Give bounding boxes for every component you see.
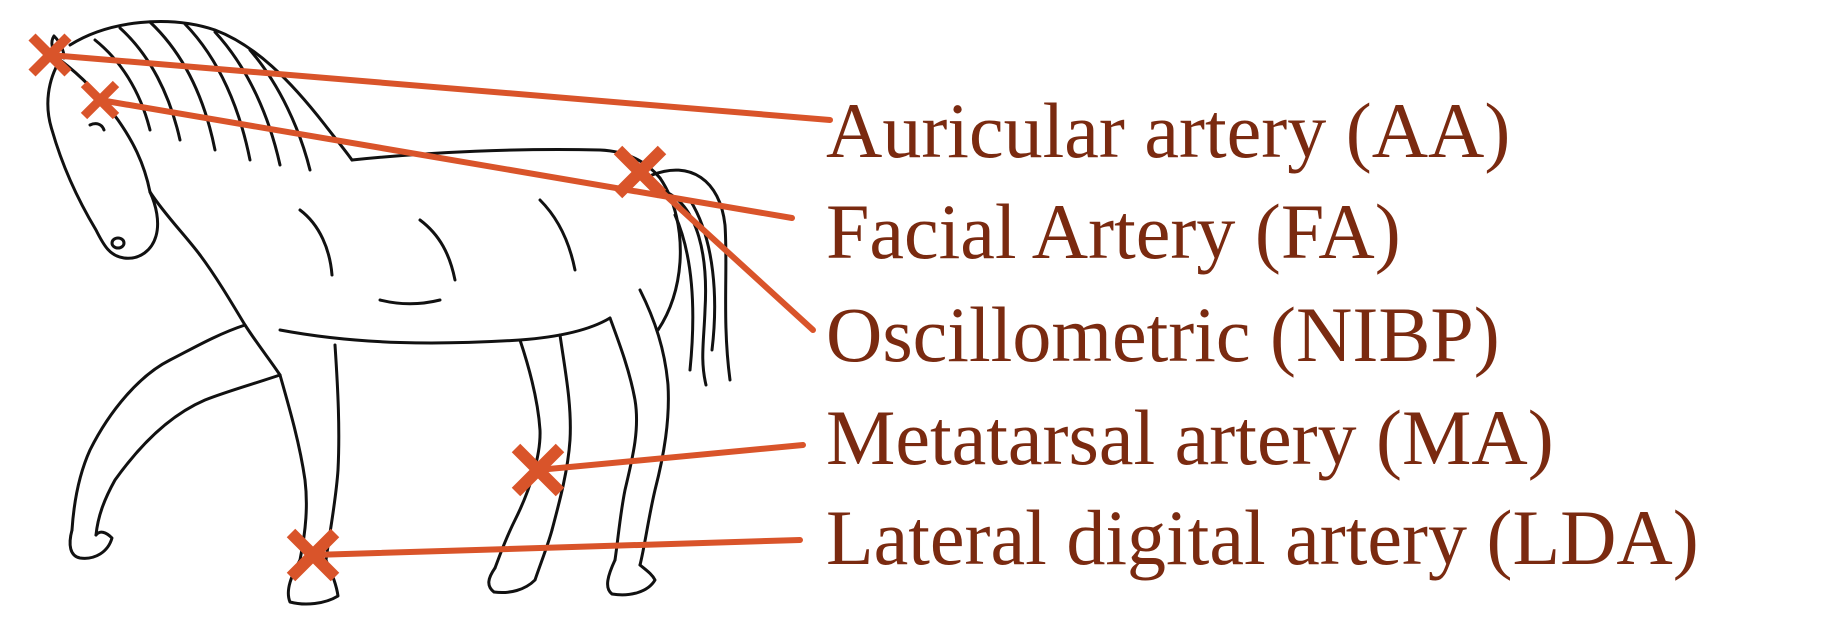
- label-lateral-digital-artery: Lateral digital artery (LDA): [826, 499, 1699, 577]
- leader-line-ma: [538, 445, 803, 470]
- connectors: [32, 37, 830, 577]
- label-metatarsal-artery: Metatarsal artery (MA): [826, 399, 1554, 477]
- leader-line-fa: [100, 100, 792, 218]
- label-auricular-artery: Auricular artery (AA): [826, 92, 1510, 170]
- label-facial-artery: Facial Artery (FA): [826, 193, 1401, 271]
- label-oscillometric: Oscillometric (NIBP): [826, 296, 1500, 374]
- leader-line-lda: [313, 540, 800, 555]
